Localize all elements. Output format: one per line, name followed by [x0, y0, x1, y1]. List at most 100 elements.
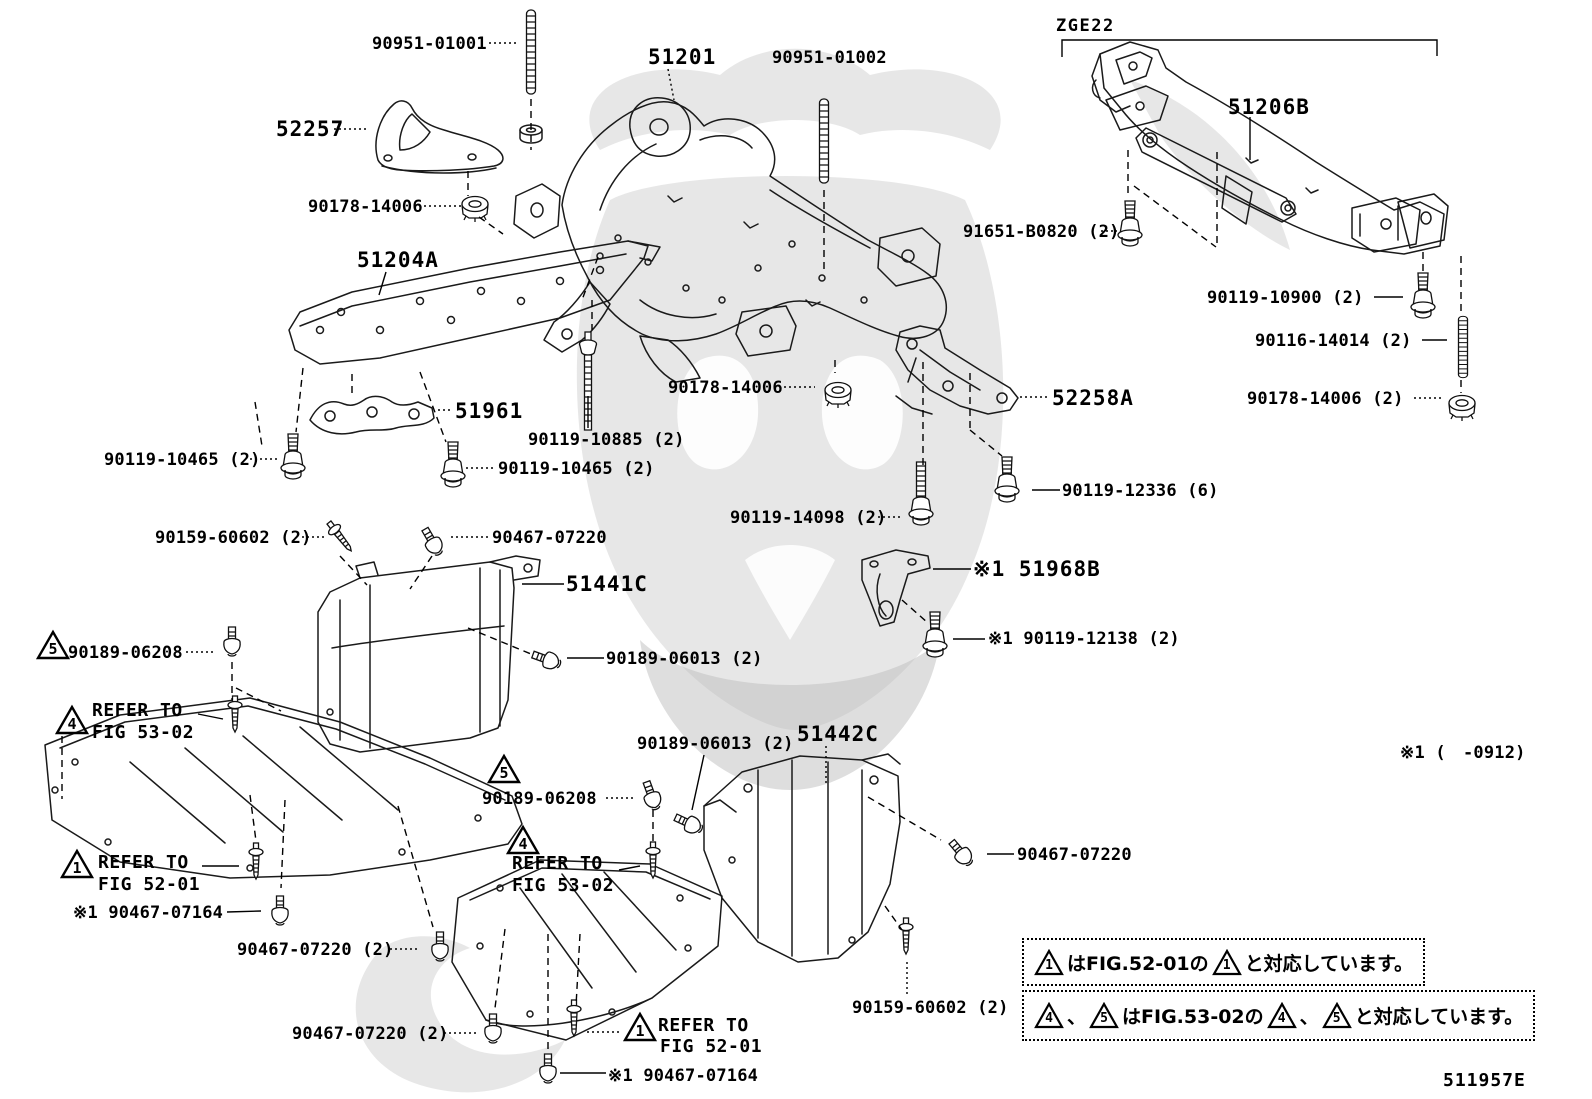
part-label-90467-07164: ※1 90467-07164 [73, 903, 224, 923]
part-label-51961: 51961 [455, 399, 524, 423]
part-label-90467-07220-2: 90467-07220 (2) [237, 940, 394, 960]
triangle-marker-5: 5 [487, 753, 521, 785]
legend-fig53: 4 、 5 はFIG.53-02の 4 、 5 と対応しています。 [1022, 990, 1536, 1041]
part-label-90119-12336: 90119-12336 (6) [1062, 481, 1219, 501]
refer-to-text: REFER TO [658, 1015, 749, 1036]
legend-text: はFIG.52-01の [1067, 952, 1209, 975]
part-label-90119-14098: 90119-14098 (2) [730, 508, 887, 528]
screw-90159-60602-icon [322, 517, 358, 556]
figure-code: 511957E [1443, 1070, 1526, 1091]
triangle-marker-1: 1 [60, 848, 94, 880]
clip-90467-07164-icon [271, 895, 289, 926]
triangle-marker-4: 4 [506, 824, 540, 856]
part-label-90178-14006: 90178-14006 [308, 197, 423, 217]
applicability-note: ※1 ( -0912) [1400, 743, 1526, 763]
legend-triangle-4-icon: 4 [1034, 1002, 1064, 1029]
legend-comma: 、 [1299, 1006, 1319, 1028]
legend-triangle-1-icon: 1 [1211, 948, 1242, 976]
part-label-90467-07220: 90467-07220 [1017, 845, 1132, 865]
triangle-marker-5: 5 [36, 629, 70, 661]
stud-90116-14014-icon [1457, 315, 1469, 379]
refer-to-text: REFER TO [98, 852, 189, 873]
part-label-90119-10465: 90119-10465 (2) [104, 450, 261, 470]
part-label-90116-14014: 90116-14014 (2) [1255, 331, 1412, 351]
part-label-90178-14006: 90178-14006 [668, 378, 783, 398]
leader-lines [197, 39, 1447, 1074]
clip-holes [476, 884, 692, 1018]
refer-fig-52-01: FIG 52-01 [660, 1036, 763, 1057]
part-label-90119-10885: 90119-10885 (2) [528, 430, 685, 450]
clip-90467-07220-icon [484, 1013, 502, 1044]
clip-90189-06208-icon [638, 778, 665, 813]
part-label-51442C: 51442C [797, 722, 879, 746]
legend-text: はFIG.53-02の [1122, 1006, 1264, 1028]
bolt-holes [596, 234, 868, 304]
part-label-91651-B0820: 91651-B0820 (2) [963, 222, 1120, 242]
clip-90467-07220-icon [417, 524, 448, 559]
clip-90189-06208-icon [223, 626, 241, 657]
part-label-90189-06208: 90189-06208 [482, 789, 597, 809]
bolt-90119-10465-icon [280, 433, 306, 480]
part-label-51968B: ※1 51968B [973, 557, 1101, 581]
part-label-51441C: 51441C [566, 572, 648, 596]
legend-comma: 、 [1067, 1006, 1087, 1028]
bolt-91651-B0820-icon [1117, 200, 1143, 247]
refer-to-text: REFER TO [92, 700, 183, 721]
part-label-90119-10900: 90119-10900 (2) [1207, 288, 1364, 308]
refer-fig-53-02: FIG 53-02 [92, 722, 195, 743]
part-label-90189-06208: 90189-06208 [68, 643, 183, 663]
refer-to-text: REFER TO [512, 853, 603, 874]
clip-90467-07220-icon [944, 835, 978, 870]
legend-triangle-5-icon: 5 [1089, 1002, 1119, 1029]
part-label-51206B: 51206B [1228, 95, 1310, 119]
part-label-52257: 52257 [276, 117, 345, 141]
clip-90467-07220-icon [431, 931, 449, 962]
part-label-90951-01001: 90951-01001 [372, 34, 487, 54]
front-crossmember-51201-drawing [513, 97, 948, 383]
legend-triangle-4-icon: 4 [1266, 1002, 1297, 1029]
brace-52257-drawing [375, 100, 504, 174]
legend-fig52: 1 はFIG.52-01の 1 と対応しています。 [1022, 938, 1426, 986]
engine-under-cover-51441C-drawing [317, 555, 541, 753]
center-under-cover-drawing [451, 859, 723, 1041]
dotted-leader-lines [186, 42, 1441, 1034]
clip-holes [51, 708, 482, 872]
part-label-51201: 51201 [648, 45, 717, 69]
part-label-90178-14006-2: 90178-14006 (2) [1247, 389, 1404, 409]
bolt-holes [315, 265, 605, 335]
stud-90951-01002-icon [818, 98, 830, 184]
part-label-90159-60602: 90159-60602 (2) [852, 998, 1009, 1018]
part-label-90951-01002: 90951-01002 [772, 48, 887, 68]
legend-text: と対応しています。 [1354, 1006, 1524, 1028]
stud-90951-01001-icon [525, 9, 537, 95]
part-label-90467-07220: 90467-07220 [492, 528, 607, 548]
screw-refer-fig53-icon [227, 695, 243, 733]
model-code-label: ZGE22 [1056, 16, 1115, 36]
engine-under-cover-51442C-drawing [703, 753, 901, 963]
legend-text: と対応しています。 [1244, 952, 1414, 975]
screw-90159-60602-icon [898, 917, 914, 955]
part-label-51204A: 51204A [357, 248, 439, 272]
nut-90178-14006-icon [461, 195, 489, 223]
part-label-90467-07220-2: 90467-07220 (2) [292, 1024, 449, 1044]
part-label-90159-60602: 90159-60602 (2) [155, 528, 312, 548]
screw-refer-fig52-icon [248, 842, 264, 880]
front-splash-shield-drawing [44, 697, 523, 879]
part-label-90467-07164: ※1 90467-07164 [608, 1066, 759, 1086]
refer-fig-52-01: FIG 52-01 [98, 874, 201, 895]
refer-fig-53-02: FIG 53-02 [512, 875, 615, 896]
part-label-90189-06013: 90189-06013 (2) [606, 649, 763, 669]
legend-triangle-1-icon: 1 [1034, 948, 1064, 976]
assembly-dash-lines [61, 99, 1462, 1050]
part-label-52258A: 52258A [1052, 386, 1134, 410]
bolt-90119-12336-icon [994, 456, 1020, 503]
bracket-51961-drawing [309, 395, 435, 435]
watermark-oni-mask [355, 48, 1290, 1093]
bolt-90119-10465-icon [440, 441, 466, 488]
nut-90178-14006-icon [1448, 394, 1476, 422]
bolt-90119-10900-icon [1410, 272, 1436, 319]
lower-brace-plate-51204A-drawing [288, 240, 661, 365]
clip-90189-06013-icon [671, 809, 706, 838]
